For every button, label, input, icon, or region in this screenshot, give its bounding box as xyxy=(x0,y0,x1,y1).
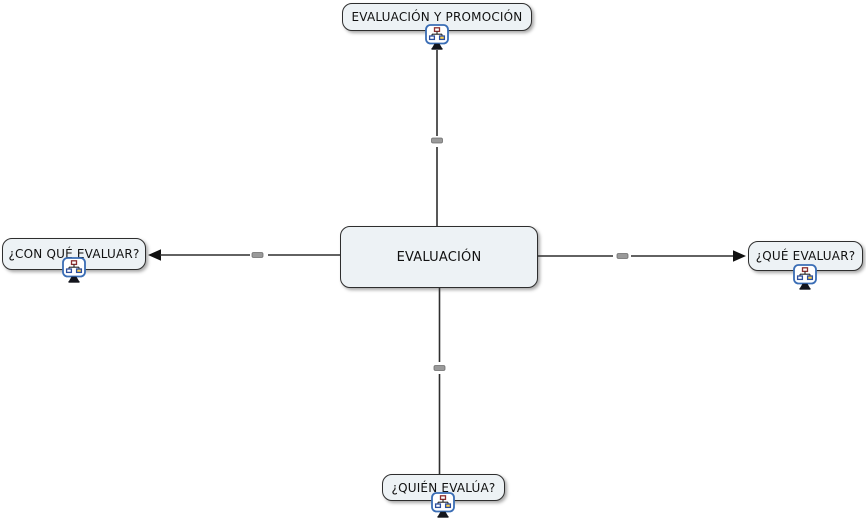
connector-center-right[interactable] xyxy=(538,250,746,262)
connector-center-bottom[interactable] xyxy=(433,288,446,474)
arrowhead-right xyxy=(733,250,746,262)
connector-center-top[interactable] xyxy=(431,50,443,226)
node-label: EVALUACIÓN xyxy=(396,249,482,265)
linked-cmap-icon[interactable] xyxy=(793,264,817,290)
linking-phrase-dash[interactable] xyxy=(433,365,446,371)
linked-cmap-icon[interactable] xyxy=(431,492,455,518)
linking-phrase-dash[interactable] xyxy=(251,252,264,258)
linking-phrase-dash[interactable] xyxy=(616,253,629,259)
linked-cmap-icon[interactable] xyxy=(425,24,449,50)
concept-node-evaluacion-y-promocion[interactable]: EVALUACIÓN Y PROMOCIÓN xyxy=(342,3,532,31)
node-label: EVALUACIÓN Y PROMOCIÓN xyxy=(351,10,523,24)
connector-center-left[interactable] xyxy=(148,249,340,261)
linked-cmap-icon[interactable] xyxy=(62,257,86,283)
concept-node-evaluacion[interactable]: EVALUACIÓN xyxy=(340,226,538,288)
node-label: ¿QUIÉN EVALÚA? xyxy=(391,480,496,495)
concept-node-quien-evalua[interactable]: ¿QUIÉN EVALÚA? xyxy=(382,474,505,501)
concept-node-con-que-evaluar[interactable]: ¿CON QUÉ EVALUAR? xyxy=(2,238,146,270)
linking-phrase-dash[interactable] xyxy=(431,137,443,144)
arrowhead-left xyxy=(148,249,161,261)
node-label: ¿QUÉ EVALUAR? xyxy=(755,249,856,263)
node-label: ¿CON QUÉ EVALUAR? xyxy=(8,247,140,261)
